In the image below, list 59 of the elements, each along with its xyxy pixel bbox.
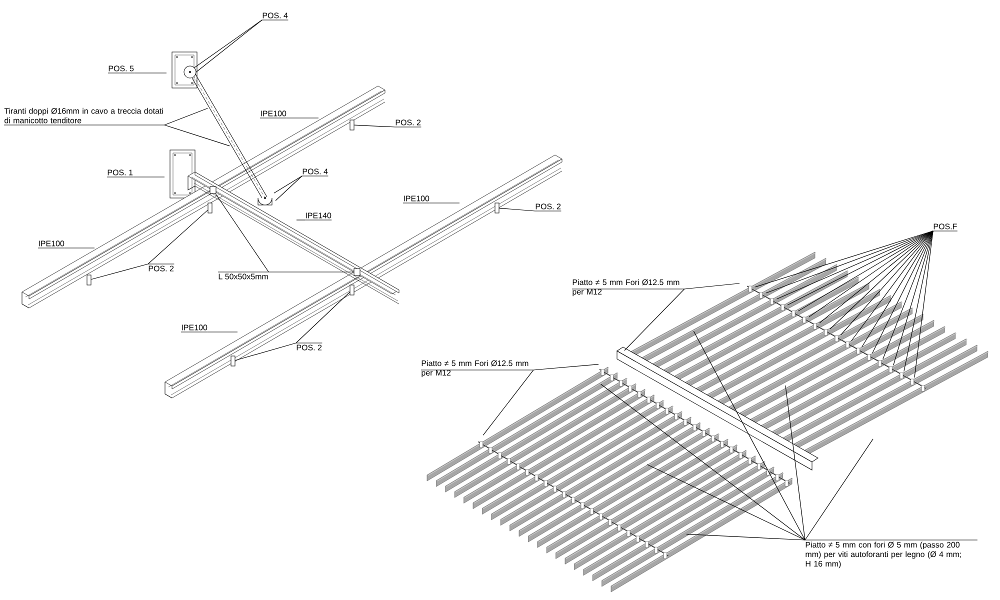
- callout-label: POS. 2: [534, 204, 562, 212]
- callout-label: POS. 4: [262, 12, 288, 20]
- callout-label: Tiranti doppi Ø16mm in cavo a treccia dotati di manicotto tenditore: [4, 108, 165, 126]
- callout-label: IPE100: [260, 110, 287, 118]
- leader-line: [882, 230, 934, 360]
- leader-line: [600, 384, 806, 540]
- leader-line: [134, 72, 167, 74]
- leader-line: [274, 176, 302, 194]
- callout-label: IPE140: [304, 212, 332, 220]
- leader-line: [693, 330, 806, 540]
- callout-label: Piatto ≠ 5 mm con fori Ø 5 mm (passo 200 mm) per viti autoforanti per legno (Ø 4 mm; H 16 mm): [804, 540, 978, 568]
- leader-line: [785, 385, 806, 540]
- leader-line: [862, 230, 934, 348]
- leader-line: [234, 342, 296, 361]
- leader-line: [482, 370, 534, 436]
- bracket-plate: [494, 202, 500, 214]
- leader-line: [684, 283, 740, 290]
- leader-line: [164, 108, 208, 126]
- callout-label: POS. 2: [296, 342, 322, 350]
- bracket-plate: [208, 202, 212, 214]
- leader-line: [646, 464, 806, 540]
- bracket-plate: [350, 120, 354, 130]
- leader-line: [296, 292, 350, 344]
- callout-label: POS. 1: [106, 170, 134, 178]
- callout-label: Piatto ≠ 5 mm Fori Ø12.5 mm per M12: [420, 360, 534, 378]
- leader-line: [914, 230, 934, 378]
- bracket-plate: [230, 356, 236, 366]
- leader-line: [148, 210, 208, 264]
- bracket-plate: [86, 274, 92, 286]
- leader-line: [893, 230, 934, 366]
- callout-label: IPE100: [402, 196, 430, 204]
- leader-line: [164, 124, 230, 146]
- leader-line: [354, 124, 396, 128]
- leader-line: [498, 208, 536, 212]
- leader-line: [624, 288, 685, 351]
- leader-line: [872, 230, 934, 354]
- leader-line: [904, 230, 934, 372]
- bracket-plate: [350, 284, 354, 296]
- callout-label: Piatto ≠ 5 mm Fori Ø12.5 mm per M12: [572, 279, 685, 296]
- callout-label: IPE100: [180, 324, 208, 332]
- callout-label: L 50x50x5mm: [218, 272, 269, 280]
- leader-line: [533, 364, 599, 370]
- leader-line: [429, 202, 460, 204]
- leader-line: [686, 534, 806, 540]
- leader-line: [804, 438, 874, 540]
- leader-line: [275, 176, 302, 201]
- angle-cleat: [354, 268, 360, 276]
- leader-line: [132, 176, 165, 178]
- leader-line: [90, 264, 148, 280]
- leader-line: [215, 193, 269, 272]
- eye-plate: [184, 66, 196, 78]
- callout-label: POS. 2: [394, 120, 422, 128]
- callout-label: POS. 4: [302, 168, 328, 176]
- callout-label: POS. 2: [148, 264, 174, 272]
- callout-label: IPE100: [38, 240, 65, 248]
- leader-line: [851, 230, 934, 342]
- angle-cleat: [210, 186, 216, 194]
- callout-label: POS. 5: [108, 66, 134, 74]
- callout-label: POS.F: [932, 224, 958, 232]
